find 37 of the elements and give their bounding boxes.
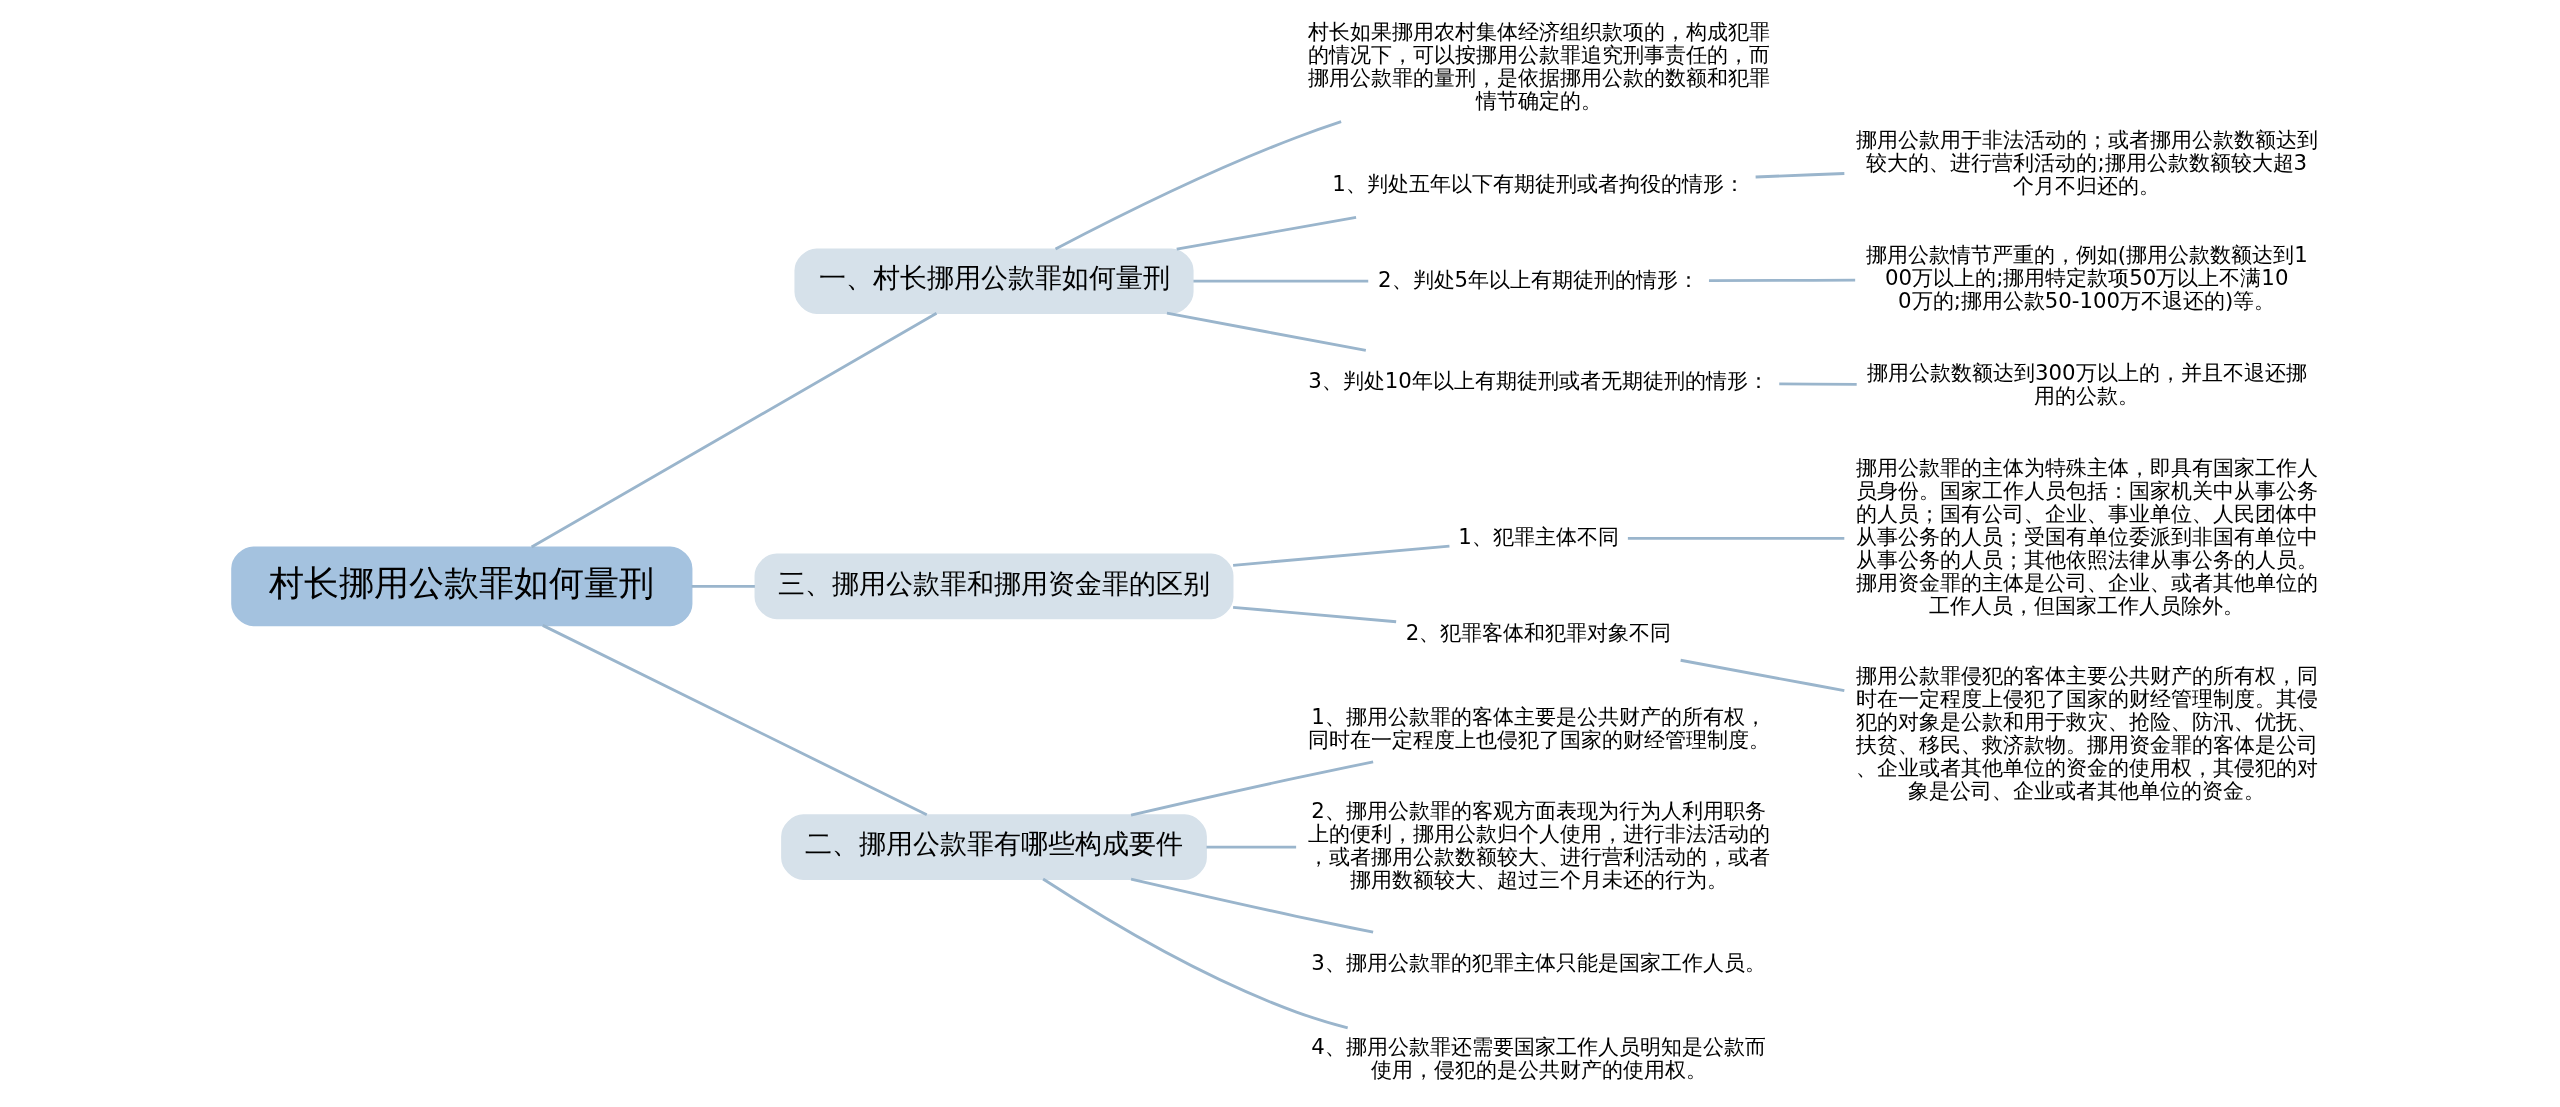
node-text: 村长如果挪用农村集体经济组织款项的，构成犯罪的情况下，可以按挪用公款罪追究刑事责任的，而挪用公款罪的量刑，是依据挪用公款的数额和犯罪情节确定的。 bbox=[1307, 19, 1770, 114]
node-box: 村长挪用公款罪如何量刑 bbox=[230, 546, 692, 627]
node-text: 4、挪用公款罪还需要国家工作人员明知是公款而使用，侵犯的是公共财产的使用权。 bbox=[1310, 1033, 1766, 1082]
node-text: 2、判处5年以上有期徒刑的情形： bbox=[1377, 266, 1699, 292]
node-box: 一、村长挪用公款罪如何量刑 bbox=[793, 248, 1194, 314]
connector bbox=[691, 584, 755, 588]
connector bbox=[1192, 279, 1368, 283]
connector bbox=[1679, 658, 1845, 693]
connector bbox=[1054, 120, 1342, 251]
connector bbox=[1232, 544, 1450, 567]
node-text: 2、犯罪客体和犯罪对象不同 bbox=[1405, 619, 1671, 645]
connector bbox=[1755, 172, 1844, 179]
node-text: 挪用公款用于非法活动的；或者挪用公款数额达到较大的、进行营利活动的;挪用公款数额较大超3个月不归还的。 bbox=[1855, 126, 2318, 198]
node-box: 二、挪用公款罪有哪些构成要件 bbox=[780, 814, 1207, 880]
node-text: 挪用公款数额达到300万以上的，并且不退还挪用的公款。 bbox=[1866, 359, 2307, 408]
connector bbox=[1232, 605, 1396, 624]
connector bbox=[1130, 760, 1373, 817]
connector bbox=[1708, 278, 1855, 283]
connector bbox=[1175, 216, 1356, 251]
node-text: 挪用公款情节严重的，例如(挪用公款数额达到100万以上的;挪用特定款项50万以上不满100万的;挪用公款50-100万不退还的)等。 bbox=[1865, 241, 2308, 313]
connector bbox=[1130, 877, 1373, 934]
node-text: 1、犯罪主体不同 bbox=[1457, 523, 1619, 549]
connector bbox=[1627, 537, 1844, 540]
connector bbox=[1166, 311, 1366, 352]
node-text: 1、判处五年以下有期徒刑或者拘役的情形： bbox=[1331, 170, 1745, 196]
node-text: 3、挪用公款罪的犯罪主体只能是国家工作人员。 bbox=[1310, 949, 1766, 975]
node-text: 2、挪用公款罪的客观方面表现为行为人利用职务上的便利，挪用公款归个人使用，进行非法活动的，或者挪用公款数额较大、进行营利活动的，或者挪用数额较大、超过三个月未还的行为。 bbox=[1307, 798, 1770, 893]
connector bbox=[530, 312, 937, 549]
connector bbox=[1041, 877, 1348, 1030]
node-box: 三、挪用公款罪和挪用资金罪的区别 bbox=[754, 553, 1233, 620]
node-text: 1、挪用公款罪的客体主要是公共财产的所有权，同时在一定程度上也侵犯了国家的财经管理制度。 bbox=[1307, 703, 1770, 753]
node-text: 3、判处10年以上有期徒刑或者无期徒刑的情形： bbox=[1307, 367, 1769, 393]
node-text: 挪用公款罪侵犯的客体主要公共财产的所有权，同时在一定程度上侵犯了国家的财经管理制度。其侵犯的对象是公款和用于救灾、抢险、防汛、优抚、扶贫、移民、救济款物。挪用资金罪的客体是公司、企业或者其他单位的资金的使用权，其侵犯的对象是公司、企业或者其他单位的资金。 bbox=[1855, 663, 2318, 804]
node-text: 挪用公款罪的主体为特殊主体，即具有国家工作人员身份。国家工作人员包括：国家机关中从事公务的人员；国有公司、企业、事业单位、人民团体中从事公务的人员；受国有单位委派到非国有单位中从事公务的人员；其他依照法律从事公务的人员。挪用资金罪的主体是公司、企业、或者其他单位的工作人员，但国家工作人员除外。 bbox=[1855, 454, 2318, 619]
connector bbox=[541, 624, 927, 817]
connector bbox=[1206, 845, 1296, 849]
connector bbox=[1778, 382, 1857, 386]
